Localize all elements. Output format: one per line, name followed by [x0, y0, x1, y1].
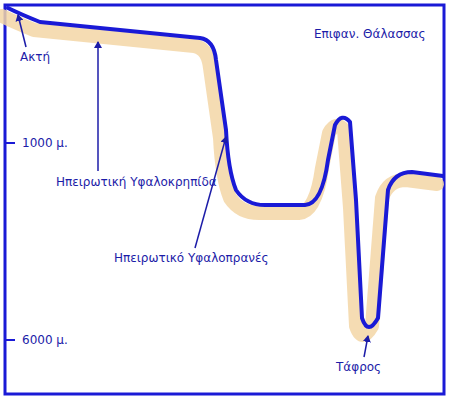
leader-arrow — [195, 137, 226, 248]
sea-surface-label: Επιφαν. Θάλασσας — [314, 27, 426, 41]
depth-label: 6000 μ. — [22, 333, 68, 347]
slope-label: Ηπειρωτικό Υφαλοπρανές — [114, 251, 269, 265]
shelf-label: Ηπειρωτική Υφαλοκρηπίδα — [56, 175, 217, 189]
depth-tick — [6, 339, 15, 341]
sediment-band — [2, 16, 437, 335]
coast-label: Ακτή — [20, 50, 50, 64]
seafloor-line — [8, 8, 443, 327]
depth-label: 1000 μ. — [22, 136, 68, 150]
leader-arrow — [364, 336, 368, 357]
depth-tick — [6, 142, 15, 144]
trench-label: Τάφρος — [336, 360, 381, 374]
leader-arrow — [97, 42, 99, 171]
leader-arrow — [18, 15, 26, 47]
